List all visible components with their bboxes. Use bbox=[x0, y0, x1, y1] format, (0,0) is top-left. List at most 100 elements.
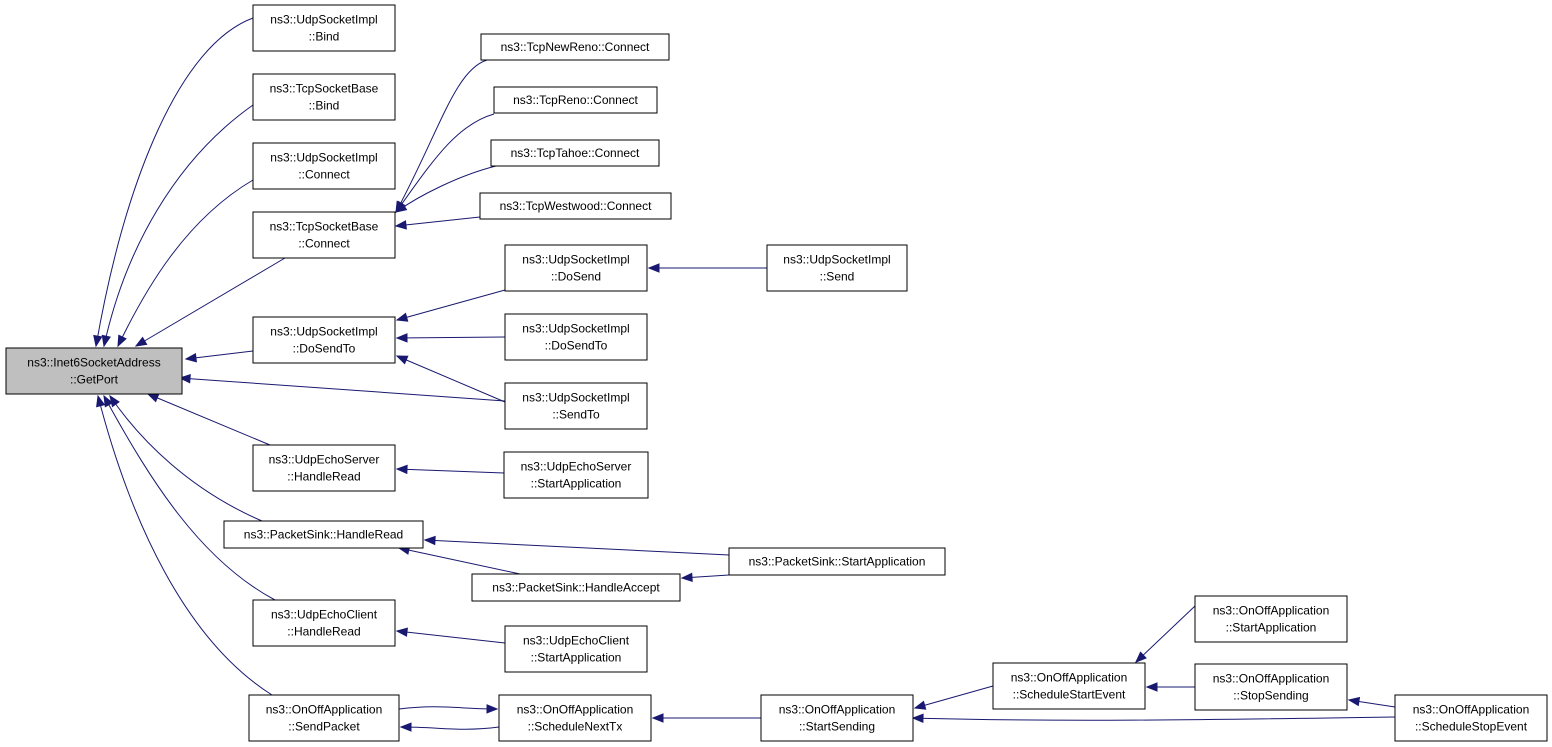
edge-udp_sendto-to-udp_dosendto bbox=[395, 355, 506, 403]
edge-line bbox=[400, 726, 500, 730]
node-box bbox=[498, 694, 652, 742]
node-udp-dosendto[interactable]: ns3::UdpSocketImpl::DoSendTo bbox=[252, 316, 396, 364]
node-label: ns3::UdpSocketImpl bbox=[522, 253, 629, 267]
node-echo-server-start[interactable]: ns3::UdpEchoServer::StartApplication bbox=[503, 451, 649, 499]
arrow-head bbox=[651, 713, 664, 723]
arrow-head bbox=[394, 202, 408, 213]
node-westwood-connect[interactable]: ns3::TcpWestwood::Connect bbox=[479, 192, 672, 220]
node-label: ns3::OnOffApplication bbox=[1011, 671, 1128, 685]
node-label: ns3::Inet6SocketAddress bbox=[27, 356, 160, 370]
arrow-head bbox=[93, 334, 103, 348]
node-label: ns3::UdpSocketImpl bbox=[522, 391, 629, 405]
node-box bbox=[490, 139, 660, 167]
node-box bbox=[5, 347, 183, 395]
arrow-head bbox=[134, 336, 148, 347]
node-udp-bind[interactable]: ns3::UdpSocketImpl::Bind bbox=[252, 4, 396, 52]
node-label: ::Connect bbox=[298, 168, 350, 182]
edge-line bbox=[103, 104, 254, 347]
edge-tcp_connect-to-root bbox=[134, 257, 286, 347]
node-echo-server-read[interactable]: ns3::UdpEchoServer::HandleRead bbox=[252, 444, 396, 492]
node-udp-send[interactable]: ns3::UdpSocketImpl::Send bbox=[766, 244, 908, 292]
node-box bbox=[252, 316, 396, 364]
arrow-head bbox=[1145, 682, 1158, 692]
edge-sink_start-to-sink_read bbox=[423, 535, 730, 556]
edge-sink_read-to-root bbox=[109, 394, 263, 522]
node-label: ns3::UdpSocketImpl bbox=[270, 151, 377, 165]
node-box bbox=[252, 599, 396, 647]
node-root[interactable]: ns3::Inet6SocketAddress::GetPort bbox=[5, 347, 183, 395]
node-onoff-schedstop[interactable]: ns3::OnOffApplication::ScheduleStopEvent bbox=[1394, 694, 1548, 742]
node-label: ns3::TcpNewReno::Connect bbox=[501, 40, 650, 54]
node-label: ::Connect bbox=[298, 237, 350, 251]
edge-udp_dosend-to-udp_dosendto bbox=[395, 289, 506, 322]
node-box bbox=[480, 33, 670, 61]
arrow-head bbox=[395, 312, 409, 322]
arrow-head bbox=[1347, 696, 1361, 707]
node-label: ns3::PacketSink::HandleAccept bbox=[492, 581, 660, 595]
arrow-head bbox=[395, 627, 408, 637]
node-box bbox=[252, 4, 396, 52]
node-tahoe-connect[interactable]: ns3::TcpTahoe::Connect bbox=[490, 139, 660, 167]
node-label: ns3::UdpSocketImpl bbox=[783, 253, 890, 267]
edge-onoff_stopsending-to-onoff_schedstart bbox=[1145, 682, 1195, 692]
node-onoff-stopsending[interactable]: ns3::OnOffApplication::StopSending bbox=[1194, 663, 1348, 711]
edge-onoff_schednext-to-onoff_sendpacket bbox=[399, 722, 500, 732]
node-echo-client-read[interactable]: ns3::UdpEchoClient::HandleRead bbox=[252, 599, 396, 647]
edge-line bbox=[912, 716, 1396, 721]
node-reno-connect[interactable]: ns3::TcpReno::Connect bbox=[493, 86, 658, 114]
node-udp-dosendto2[interactable]: ns3::UdpSocketImpl::DoSendTo bbox=[504, 313, 648, 361]
edge-onoff_schedstop-to-onoff_stopsending bbox=[1347, 696, 1396, 708]
node-label: ::StartApplication bbox=[531, 477, 622, 491]
node-box bbox=[728, 547, 946, 576]
arrow-head bbox=[395, 333, 408, 343]
node-onoff-startapp[interactable]: ns3::OnOffApplication::StartApplication bbox=[1194, 595, 1348, 643]
node-box bbox=[252, 211, 396, 259]
node-sink-start[interactable]: ns3::PacketSink::StartApplication bbox=[728, 547, 946, 576]
edge-onoff_startapp-to-onoff_schedstart bbox=[1135, 605, 1196, 663]
edge-onoff_sendpacket-to-onoff_schednext bbox=[398, 704, 499, 714]
edge-echo_server_start-to-echo_server_read bbox=[395, 464, 505, 475]
edge-line bbox=[185, 350, 254, 360]
edge-echo_client_start-to-echo_client_read bbox=[395, 627, 506, 644]
arrow-head bbox=[395, 464, 408, 475]
node-label: ns3::OnOffApplication bbox=[517, 703, 634, 717]
edge-tcp_bind-to-root bbox=[101, 104, 254, 348]
edge-line bbox=[109, 395, 263, 522]
node-label: ns3::TcpTahoe::Connect bbox=[511, 146, 640, 160]
edge-line bbox=[135, 257, 286, 347]
node-box bbox=[252, 73, 396, 121]
node-label: ns3::PacketSink::HandleRead bbox=[244, 528, 403, 542]
node-label: ns3::UdpSocketImpl bbox=[270, 325, 377, 339]
node-sink-read[interactable]: ns3::PacketSink::HandleRead bbox=[223, 520, 424, 549]
node-tcp-bind[interactable]: ns3::TcpSocketBase::Bind bbox=[252, 73, 396, 121]
call-edges bbox=[93, 17, 1396, 732]
edge-line bbox=[424, 539, 730, 556]
arrow-head bbox=[103, 394, 114, 408]
arrow-head bbox=[109, 394, 120, 408]
arrow-head bbox=[178, 374, 191, 384]
edge-line bbox=[97, 395, 273, 696]
edge-westwood_connect-to-tcp_connect bbox=[394, 216, 481, 230]
node-box bbox=[1194, 595, 1348, 643]
node-label: ::SendTo bbox=[552, 408, 600, 422]
arrow-head bbox=[395, 355, 409, 365]
node-label: ::HandleRead bbox=[287, 470, 360, 484]
node-label: ns3::UdpEchoClient bbox=[523, 634, 630, 648]
node-label: ::ScheduleStartEvent bbox=[1013, 688, 1126, 702]
node-udp-sendto[interactable]: ns3::UdpSocketImpl::SendTo bbox=[504, 382, 648, 430]
node-label: ns3::OnOffApplication bbox=[779, 703, 896, 717]
node-onoff-schedstart[interactable]: ns3::OnOffApplication::ScheduleStartEven… bbox=[992, 662, 1146, 710]
node-newreno-connect[interactable]: ns3::TcpNewReno::Connect bbox=[480, 33, 670, 61]
node-udp-connect[interactable]: ns3::UdpSocketImpl::Connect bbox=[252, 142, 396, 190]
node-tcp-connect[interactable]: ns3::TcpSocketBase::Connect bbox=[252, 211, 396, 259]
node-echo-client-start[interactable]: ns3::UdpEchoClient::StartApplication bbox=[504, 625, 648, 673]
arrow-head bbox=[486, 704, 499, 714]
node-onoff-schednext[interactable]: ns3::OnOffApplication::ScheduleNextTx bbox=[498, 694, 652, 742]
node-sink-accept[interactable]: ns3::PacketSink::HandleAccept bbox=[471, 573, 681, 602]
node-onoff-sendpacket[interactable]: ns3::OnOffApplication::SendPacket bbox=[248, 694, 400, 742]
node-label: ns3::TcpSocketBase bbox=[270, 82, 379, 96]
node-onoff-startsending[interactable]: ns3::OnOffApplication::StartSending bbox=[760, 694, 914, 742]
node-box bbox=[1194, 663, 1348, 711]
node-udp-dosend[interactable]: ns3::UdpSocketImpl::DoSend bbox=[504, 244, 648, 292]
edge-line bbox=[147, 393, 271, 446]
